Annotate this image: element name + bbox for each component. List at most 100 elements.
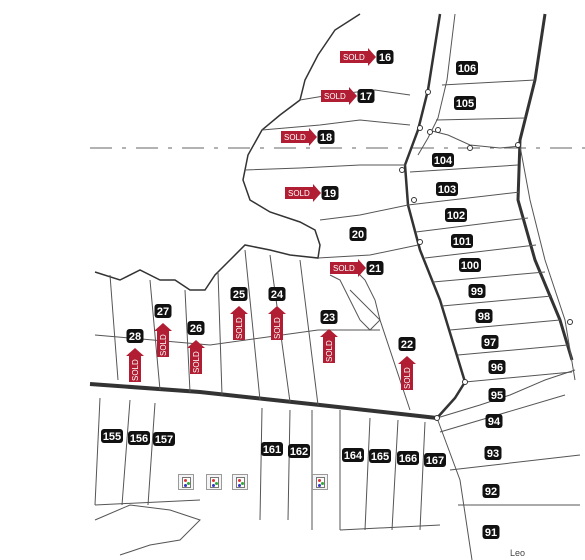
lot-badge-background bbox=[187, 321, 205, 335]
lot-number: 102 bbox=[447, 210, 465, 222]
lot-badge-106[interactable]: 106 bbox=[456, 61, 478, 75]
lot-badge-background bbox=[481, 335, 499, 349]
lot-badge-19[interactable]: 19 bbox=[321, 186, 339, 200]
lot-number: 20 bbox=[352, 229, 364, 241]
lot-badge-26[interactable]: 26 bbox=[187, 321, 205, 335]
lot-line bbox=[339, 524, 441, 531]
lot-badge-94[interactable]: 94 bbox=[485, 414, 503, 428]
lot-line bbox=[109, 274, 119, 381]
lot-badge-166[interactable]: 166 bbox=[397, 451, 419, 465]
survey-marker bbox=[515, 142, 521, 148]
lot-badge-91[interactable]: 91 bbox=[482, 525, 500, 539]
lot-line bbox=[364, 417, 371, 531]
sold-marker-lot-17: SOLD bbox=[321, 87, 357, 105]
lot-badge-93[interactable]: 93 bbox=[484, 446, 502, 460]
lot-line bbox=[449, 319, 561, 331]
lot-line bbox=[415, 217, 529, 233]
lot-badge-101[interactable]: 101 bbox=[451, 234, 473, 248]
lot-badge-95[interactable]: 95 bbox=[488, 388, 506, 402]
sold-label: SOLD bbox=[273, 317, 282, 339]
sold-marker-lot-22: SOLD bbox=[398, 356, 416, 390]
road-east-branch bbox=[436, 369, 576, 419]
lot-line bbox=[261, 119, 411, 131]
broken-image-icon bbox=[232, 474, 248, 490]
lot-badge-24[interactable]: 24 bbox=[268, 287, 286, 301]
lot-badge-164[interactable]: 164 bbox=[342, 448, 364, 462]
lot-number: 91 bbox=[485, 527, 497, 539]
lot-number: 97 bbox=[484, 337, 496, 349]
lot-badge-background bbox=[432, 153, 454, 167]
lot-badge-22[interactable]: 22 bbox=[398, 337, 416, 351]
sold-label: SOLD bbox=[235, 317, 244, 339]
lot-badge-96[interactable]: 96 bbox=[488, 360, 506, 374]
lot-badge-background bbox=[320, 310, 338, 324]
lot-badge-17[interactable]: 17 bbox=[357, 89, 375, 103]
lot-badge-105[interactable]: 105 bbox=[454, 96, 476, 110]
road-spur bbox=[427, 129, 521, 149]
lot-number: 25 bbox=[233, 289, 245, 301]
lot-number: 19 bbox=[324, 188, 336, 200]
lot-number: 23 bbox=[323, 312, 335, 324]
lot-number: 27 bbox=[157, 306, 169, 318]
lot-line bbox=[244, 164, 405, 171]
lot-badge-156[interactable]: 156 bbox=[128, 431, 150, 445]
lot-badge-background bbox=[268, 287, 286, 301]
lot-badge-157[interactable]: 157 bbox=[153, 432, 175, 446]
lot-line bbox=[184, 289, 191, 393]
lot-badge-background bbox=[376, 50, 394, 64]
lot-line bbox=[244, 249, 261, 401]
lot-badge-161[interactable]: 161 bbox=[261, 442, 283, 456]
sold-label: SOLD bbox=[192, 351, 201, 373]
lot-number: 18 bbox=[320, 132, 332, 144]
lot-badge-103[interactable]: 103 bbox=[436, 182, 458, 196]
lot-line bbox=[439, 394, 566, 433]
lot-badge-155[interactable]: 155 bbox=[101, 429, 123, 443]
lot-badge-background bbox=[475, 309, 493, 323]
lot-badge-27[interactable]: 27 bbox=[154, 304, 172, 318]
sold-label: SOLD bbox=[324, 92, 346, 101]
lot-number: 164 bbox=[344, 450, 363, 462]
lot-badge-background bbox=[484, 446, 502, 460]
lot-line bbox=[407, 191, 521, 206]
survey-marker bbox=[567, 319, 573, 325]
lot-badge-162[interactable]: 162 bbox=[288, 444, 310, 458]
lot-badge-92[interactable]: 92 bbox=[482, 484, 500, 498]
lot-badge-167[interactable]: 167 bbox=[424, 453, 446, 467]
lot-badge-20[interactable]: 20 bbox=[349, 227, 367, 241]
lot-line bbox=[424, 244, 537, 259]
lot-number: 103 bbox=[438, 184, 456, 196]
sold-arrow-up bbox=[398, 356, 416, 390]
lot-badge-16[interactable]: 16 bbox=[376, 50, 394, 64]
sold-marker-lot-27: SOLD bbox=[154, 323, 172, 357]
lot-badge-background bbox=[468, 284, 486, 298]
lot-badge-25[interactable]: 25 bbox=[230, 287, 248, 301]
lot-badge-102[interactable]: 102 bbox=[445, 208, 467, 222]
lot-badge-98[interactable]: 98 bbox=[475, 309, 493, 323]
survey-marker bbox=[435, 127, 441, 133]
lot-badge-100[interactable]: 100 bbox=[459, 258, 481, 272]
sold-arrow-right bbox=[321, 87, 357, 105]
sold-arrow-up bbox=[320, 329, 338, 363]
lot-line bbox=[419, 421, 426, 531]
sold-arrow-up bbox=[126, 348, 144, 382]
survey-marker bbox=[399, 167, 405, 173]
lot-number: 106 bbox=[458, 63, 476, 75]
lot-badge-97[interactable]: 97 bbox=[481, 335, 499, 349]
survey-marker bbox=[427, 129, 433, 135]
lot-line bbox=[319, 204, 409, 221]
lot-badge-21[interactable]: 21 bbox=[366, 261, 384, 275]
lot-number: 162 bbox=[290, 446, 308, 458]
lot-badge-104[interactable]: 104 bbox=[432, 153, 454, 167]
lot-line bbox=[432, 271, 546, 283]
lot-badge-165[interactable]: 165 bbox=[369, 449, 391, 463]
lot-badge-background bbox=[488, 388, 506, 402]
lot-badge-background bbox=[488, 360, 506, 374]
lot-badge-28[interactable]: 28 bbox=[126, 329, 144, 343]
sold-label: SOLD bbox=[343, 53, 365, 62]
lot-badge-18[interactable]: 18 bbox=[317, 130, 335, 144]
lot-badge-99[interactable]: 99 bbox=[468, 284, 486, 298]
sold-arrow-right bbox=[330, 259, 366, 277]
lot-badge-23[interactable]: 23 bbox=[320, 310, 338, 324]
lot-number: 161 bbox=[263, 444, 281, 456]
